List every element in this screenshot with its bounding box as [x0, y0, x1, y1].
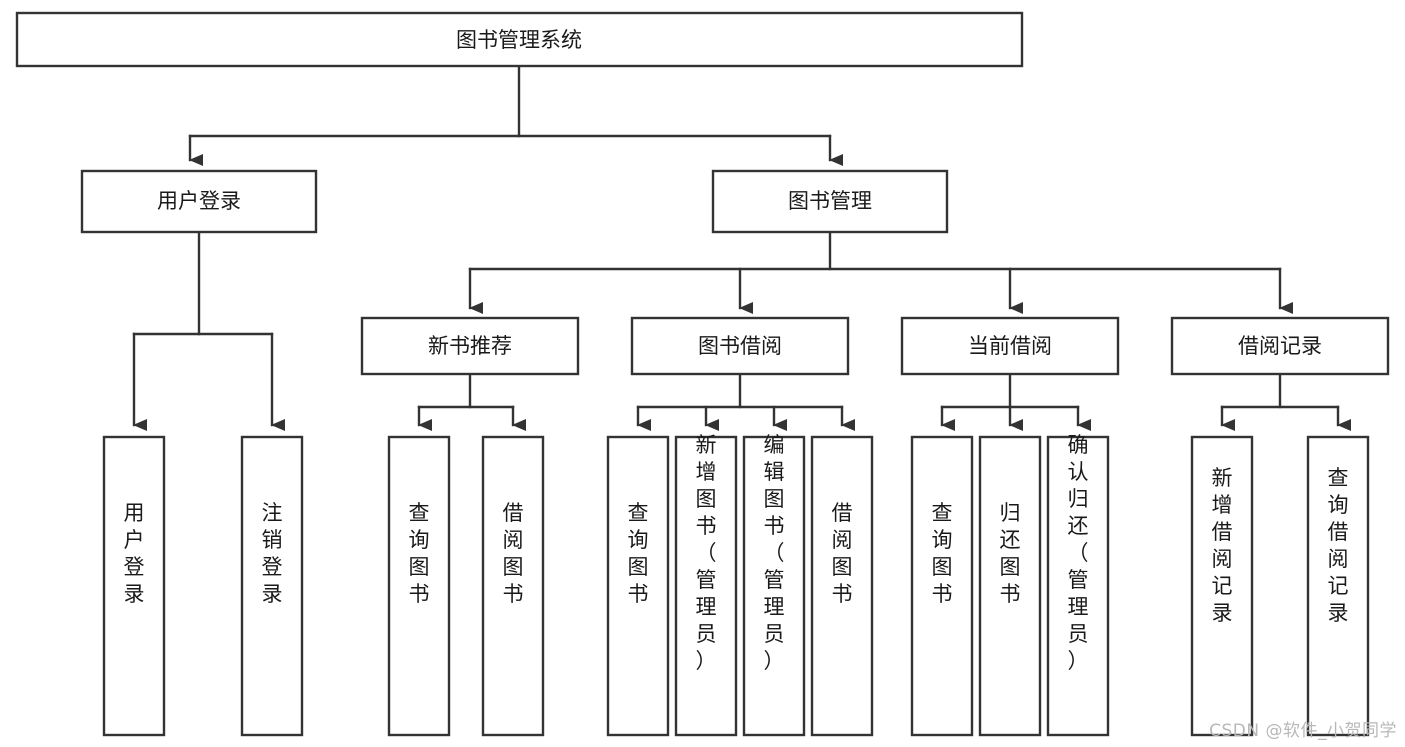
node-root-book-management-system[interactable]: 图书管理系统: [15, 11, 1024, 68]
node-box: [810, 435, 874, 737]
node-label: 查询借阅记录: [1328, 466, 1349, 625]
node-box: [15, 11, 1024, 68]
node-label: 确认归还（管理员）: [1068, 433, 1089, 673]
node-box: [387, 435, 451, 737]
node-box: [674, 435, 738, 737]
leaf-confirm-return-admin[interactable]: 确认归还（管理员）: [1046, 433, 1110, 737]
node-label: 编辑图书（管理员）: [764, 433, 785, 673]
leaf-query-borrow-record[interactable]: 查询借阅记录: [1306, 435, 1370, 737]
leaf-query-book-cb[interactable]: 查询图书: [910, 435, 974, 737]
node-label: 用户登录: [157, 189, 241, 213]
node-box: [80, 169, 318, 234]
node-box: [900, 316, 1120, 376]
node-box: [711, 169, 949, 234]
leaf-query-book-bb[interactable]: 查询图书: [606, 435, 670, 737]
node-label: 借阅图书: [832, 501, 853, 606]
node-label: 借阅记录: [1238, 334, 1322, 358]
node-label: 图书管理: [788, 189, 872, 213]
node-label: 新书推荐: [428, 334, 512, 358]
leaf-borrow-book-nbr[interactable]: 借阅图书: [481, 435, 545, 737]
node-book-management[interactable]: 图书管理: [711, 169, 949, 234]
watermark-text: CSDN @软件_小贺同学: [1209, 721, 1397, 741]
node-label: 借阅图书: [503, 501, 524, 606]
leaf-logout[interactable]: 注销登录: [240, 435, 304, 737]
node-box: [1170, 316, 1390, 376]
node-label: 用户登录: [124, 501, 145, 606]
leaf-user-login[interactable]: 用户登录: [102, 435, 166, 737]
node-box: [1306, 435, 1370, 737]
node-book-borrowing[interactable]: 图书借阅: [630, 316, 850, 376]
node-box: [360, 316, 580, 376]
node-borrowing-record[interactable]: 借阅记录: [1170, 316, 1390, 376]
node-box: [102, 435, 166, 737]
node-current-borrowing[interactable]: 当前借阅: [900, 316, 1120, 376]
node-box: [742, 435, 806, 737]
leaf-query-book-nbr[interactable]: 查询图书: [387, 435, 451, 737]
node-user-login[interactable]: 用户登录: [80, 169, 318, 234]
connector-layer: [132, 64, 1351, 431]
node-label: 新增借阅记录: [1212, 466, 1233, 625]
node-box: [910, 435, 974, 737]
node-label: 图书借阅: [698, 334, 782, 358]
node-box: [978, 435, 1042, 737]
leaf-return-book[interactable]: 归还图书: [978, 435, 1042, 737]
leaf-edit-book-admin[interactable]: 编辑图书（管理员）: [742, 433, 806, 737]
node-box: [240, 435, 304, 737]
node-box: [481, 435, 545, 737]
node-label: 归还图书: [1000, 501, 1021, 606]
node-label: 当前借阅: [968, 334, 1052, 358]
node-label: 注销登录: [262, 501, 283, 606]
node-label: 查询图书: [932, 501, 953, 606]
node-box: [606, 435, 670, 737]
leaf-add-book-admin[interactable]: 新增图书（管理员）: [674, 433, 738, 737]
node-new-book-recommendation[interactable]: 新书推荐: [360, 316, 580, 376]
node-label: 查询图书: [409, 501, 430, 606]
node-box: [1190, 435, 1254, 737]
node-label: 图书管理系统: [456, 28, 582, 52]
node-label: 新增图书（管理员）: [696, 433, 717, 673]
node-label: 查询图书: [628, 501, 649, 606]
node-box: [630, 316, 850, 376]
node-box: [1046, 435, 1110, 737]
leaf-add-borrow-record[interactable]: 新增借阅记录: [1190, 435, 1254, 737]
leaf-borrow-book-bb[interactable]: 借阅图书: [810, 435, 874, 737]
